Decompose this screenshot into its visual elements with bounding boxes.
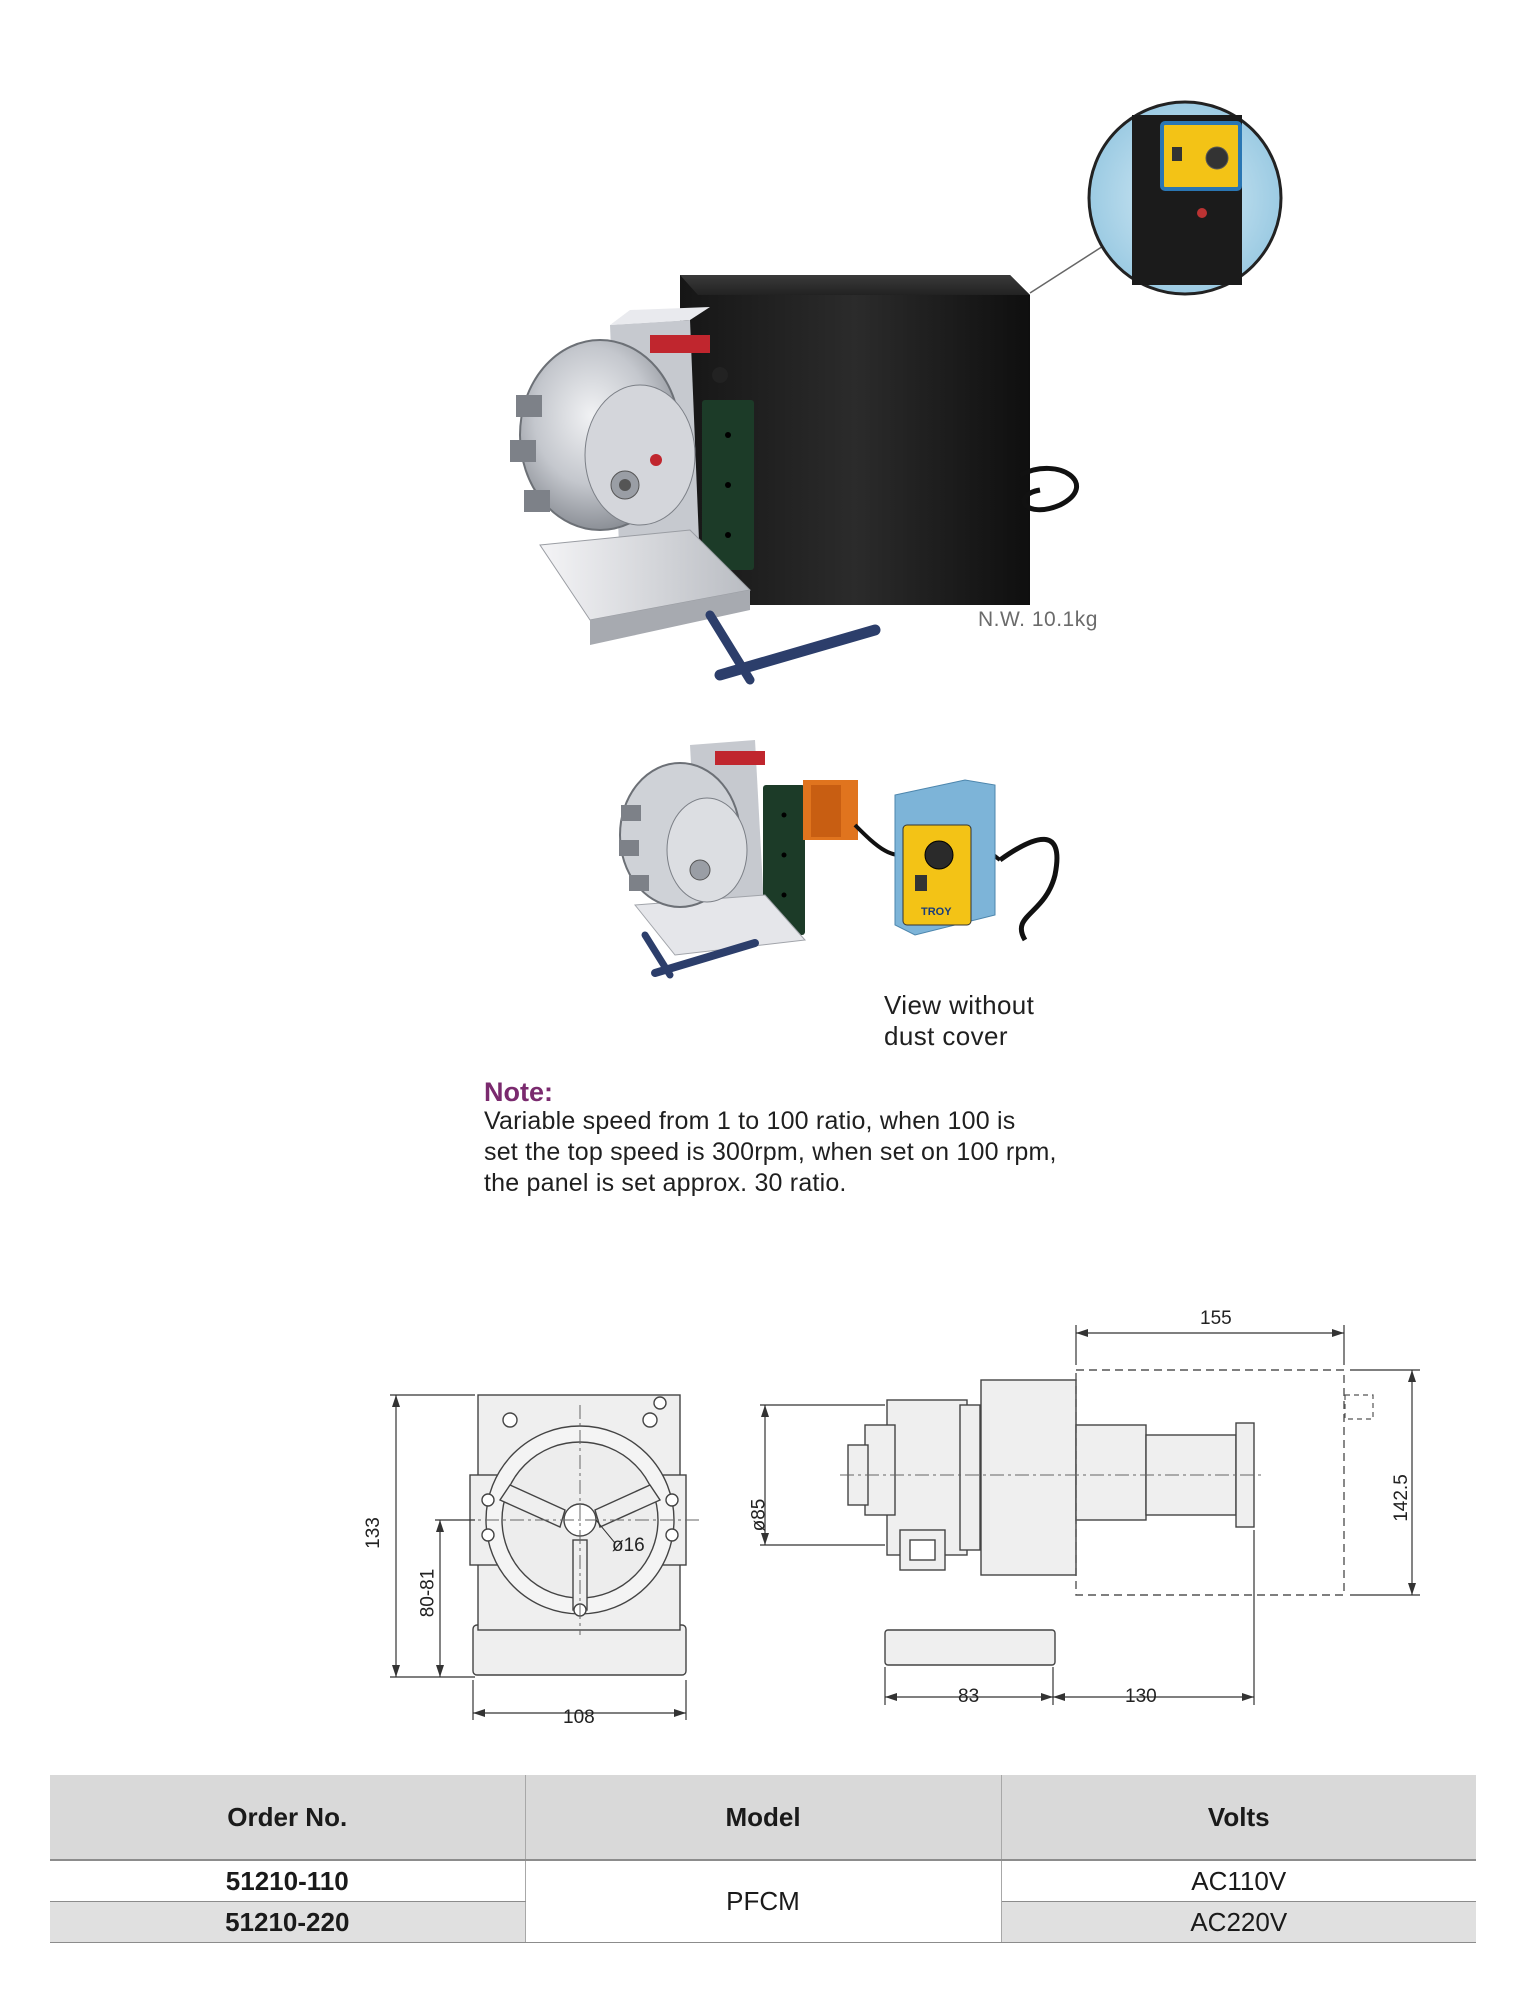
chuck-key-icon xyxy=(705,610,881,685)
col-model: Model xyxy=(524,1775,1002,1861)
table-header-row: Order No. Model Volts xyxy=(50,1775,1476,1861)
product-photo-with-cover xyxy=(510,100,1283,685)
note-title: Note: xyxy=(484,1077,553,1107)
model-cell: PFCM xyxy=(524,1860,1002,1943)
dim-cover-155: 155 xyxy=(1200,1308,1232,1329)
order-no-cell: 51210-220 xyxy=(50,1901,526,1943)
dim-cover-142-5: 142.5 xyxy=(1390,1474,1412,1522)
table-row: 51210-110 PFCM AC110V xyxy=(50,1860,1476,1943)
dim-width-108: 108 xyxy=(563,1707,595,1728)
dim-center-height: 80-81 xyxy=(417,1568,439,1618)
product-photo-without-cover: TROY xyxy=(619,740,1060,979)
note-line-3: the panel is set approx. 30 ratio. xyxy=(484,1169,847,1197)
spec-table: Order No. Model Volts 51210-110 PFCM AC1… xyxy=(50,1775,1476,1943)
dim-height-133: 133 xyxy=(362,1517,384,1549)
order-no-cell: 51210-110 xyxy=(50,1860,526,1902)
table-row: 51210-220 AC220V xyxy=(50,1901,1476,1943)
svg-text:TROY: TROY xyxy=(921,906,952,918)
col-order-no: Order No. xyxy=(50,1775,526,1861)
dim-chuck-85: ø85 xyxy=(748,1498,770,1532)
note-line-2: set the top speed is 300rpm, when set on… xyxy=(484,1138,1057,1166)
volts-cell: AC110V xyxy=(1000,1860,1476,1902)
col-volts: Volts xyxy=(1000,1775,1476,1861)
dim-base-83: 83 xyxy=(958,1686,980,1707)
note-line-1: Variable speed from 1 to 100 ratio, when… xyxy=(484,1107,1016,1135)
no-cover-caption: View without dust cover xyxy=(884,990,1035,1051)
net-weight-label: N.W. 10.1kg xyxy=(978,608,1098,631)
dim-bore-16: ø16 xyxy=(612,1535,645,1556)
technical-drawing xyxy=(390,1325,1420,1720)
dim-motor-130: 130 xyxy=(1125,1686,1157,1707)
volts-cell: AC220V xyxy=(1000,1901,1476,1943)
